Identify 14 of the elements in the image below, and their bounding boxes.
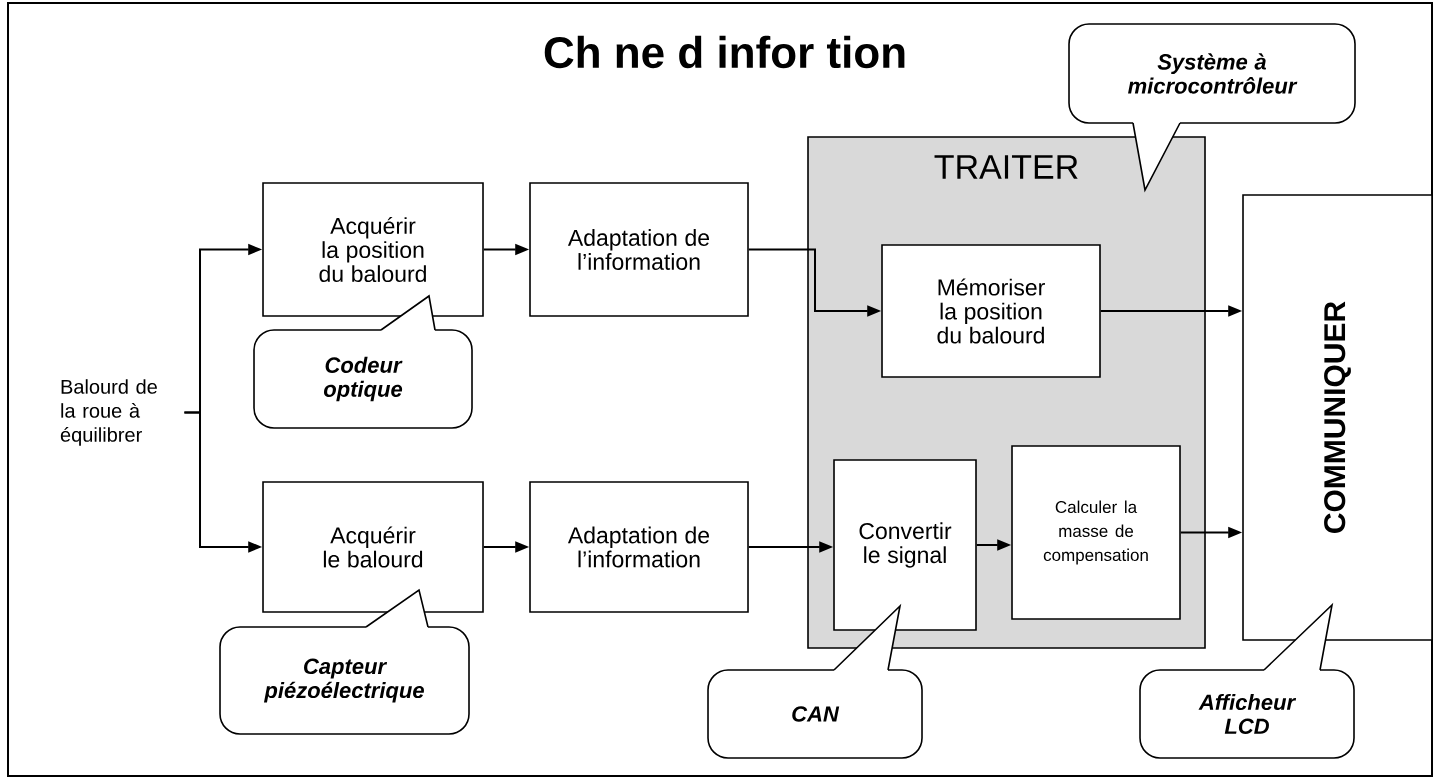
process-box: Adaptation de l’information [529, 182, 749, 317]
callout-bubble: CAN [707, 603, 923, 759]
process-box: Adaptation de l’information [529, 481, 749, 613]
process-box: Convertir le signal [833, 459, 977, 631]
output-block: COMMUNIQUER [1242, 194, 1433, 641]
input-label: Balourd de la roue à équilibrer [60, 379, 157, 446]
process-box: Calculer la masse de compensation [1011, 445, 1181, 620]
process-box: Acquérir le balourd [262, 481, 484, 613]
process-box: Mémoriser la position du balourd [881, 244, 1101, 378]
callout-bubble: Afficheur LCD [1139, 602, 1355, 759]
callout-bubble: Codeur optique [253, 294, 473, 429]
title: Ch ne d infor tion [544, 35, 905, 69]
process-box: Acquérir la position du balourd [262, 182, 484, 317]
callout-bubble: Capteur piézoélectrique [219, 588, 470, 735]
